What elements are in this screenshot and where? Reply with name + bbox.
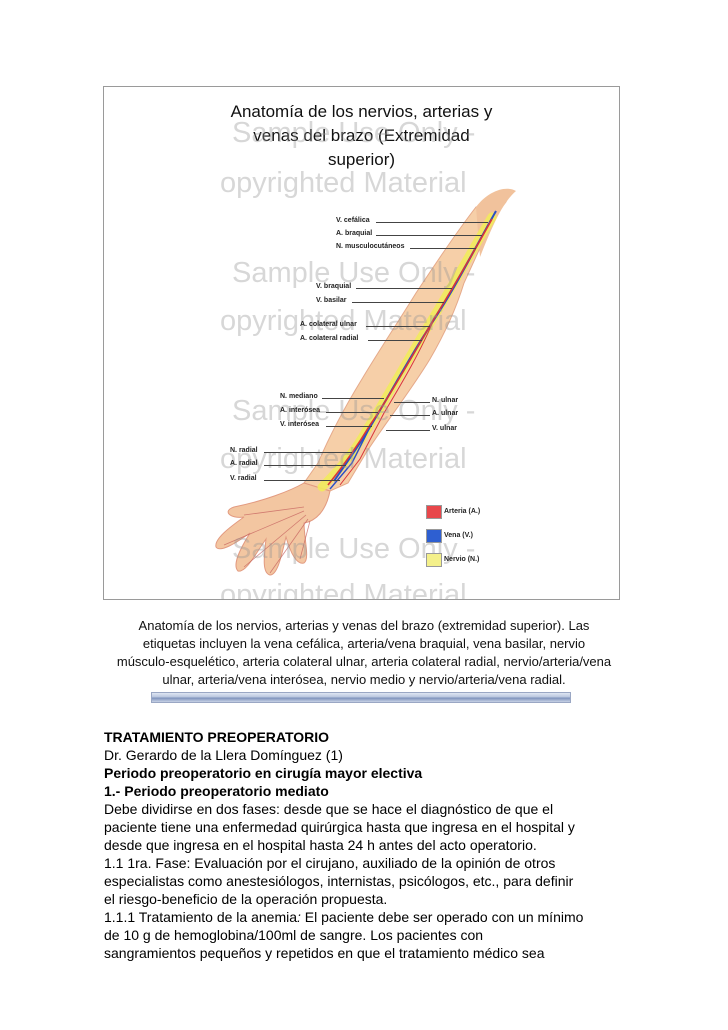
paragraph-line: desde que ingresa en el hospital hasta 2… — [104, 837, 537, 853]
leader-line — [394, 402, 430, 403]
author-line: Dr. Gerardo de la Llera Domínguez (1) — [104, 747, 343, 763]
label-a-colateral-ulnar: A. colateral ulnar — [300, 321, 357, 328]
label-n-mediano: N. mediano — [280, 393, 318, 400]
paragraph-line: paciente tiene una enfermedad quirúrgica… — [104, 819, 575, 835]
leader-line — [264, 452, 352, 453]
anemia-text: El paciente debe ser operado con un míni… — [300, 909, 584, 925]
section-heading: TRATAMIENTO PREOPERATORIO — [104, 729, 330, 745]
label-v-cefalica: V. cefálica — [336, 217, 370, 224]
leader-line — [376, 222, 488, 223]
label-v-ulnar: V. ulnar — [432, 425, 458, 432]
paragraph-line: sangramientos pequeños y repetidos en qu… — [104, 945, 545, 961]
label-a-ulnar: A. ulnar — [432, 410, 459, 417]
legend-label-nerve: Nervio (N.) — [444, 556, 480, 563]
anemia-colon: : — [297, 909, 301, 925]
figure-caption: Anatomía de los nervios, arterias y vena… — [100, 617, 628, 689]
label-a-radial: A. radial — [230, 460, 258, 467]
figure-title-line: Anatomía de los nervios, arterias y — [230, 102, 493, 121]
hand-skin — [215, 482, 331, 576]
arm-illustration — [215, 188, 516, 576]
legend-label-artery: Arteria (A.) — [444, 508, 481, 515]
document-body: TRATAMIENTO PREOPERATORIO Dr. Gerardo de… — [104, 728, 624, 962]
paragraph-line: 1.1 1ra. Fase: Evaluación por el cirujan… — [104, 855, 556, 871]
leader-line — [356, 288, 452, 289]
leader-line — [352, 302, 444, 303]
label-a-interosea: A. interósea — [280, 407, 321, 414]
label-v-interosea: V. interósea — [280, 421, 320, 428]
leader-line — [366, 326, 430, 327]
anatomy-figure: Anatomía de los nervios, arterias y vena… — [103, 86, 620, 600]
legend-swatch-artery — [426, 505, 442, 519]
caption-line: Anatomía de los nervios, arterias y vena… — [138, 618, 590, 633]
leader-line — [326, 426, 372, 427]
label-v-braquial: V. braquial — [316, 283, 352, 290]
label-v-radial: V. radial — [230, 475, 257, 482]
leader-line — [376, 235, 482, 236]
caption-line: ulnar, arteria/vena interósea, nervio me… — [162, 672, 566, 687]
label-n-radial: N. radial — [230, 447, 258, 454]
label-v-basilar: V. basilar — [316, 297, 347, 304]
artery-path-radial — [339, 318, 435, 486]
paragraph-line: especialistas como anestesiólogos, inter… — [104, 873, 574, 889]
artery-path-main — [327, 218, 493, 486]
label-n-ulnar: N. ulnar — [432, 397, 459, 404]
leader-line — [368, 340, 422, 341]
figure-title-line: superior) — [327, 150, 396, 169]
leader-line — [410, 248, 476, 249]
paragraph-line: de 10 g de hemoglobina/100ml de sangre. … — [104, 927, 484, 943]
subheading: Periodo preoperatorio en cirugía mayor e… — [104, 765, 423, 781]
leader-line — [390, 415, 430, 416]
label-a-colateral-radial: A. colateral radial — [300, 335, 359, 342]
leader-line — [386, 430, 430, 431]
legend-swatch-nerve — [426, 553, 442, 567]
shoulder-skin — [476, 188, 516, 257]
paragraph-line: el riesgo-beneficio de la operación prop… — [104, 891, 388, 907]
leader-line — [264, 465, 346, 466]
anemia-heading: 1.1.1 Tratamiento de la anemia — [104, 909, 298, 925]
section-title: 1.- Periodo preoperatorio mediato — [104, 783, 329, 799]
legend-swatch-vein — [426, 529, 442, 543]
hand-vessels — [223, 506, 311, 574]
paragraph-line: 1.1.1 Tratamiento de la anemia: El pacie… — [104, 908, 624, 926]
label-a-braquial: A. braquial — [336, 230, 373, 237]
caption-line: músculo-esquelético, arteria colateral u… — [116, 654, 612, 669]
leader-line — [322, 398, 384, 399]
label-n-musculocutaneos: N. musculocutáneos — [336, 243, 405, 250]
figure-title-line: venas del brazo (Extremidad — [253, 126, 470, 145]
legend-label-vein: Vena (V.) — [444, 532, 473, 539]
horizontal-divider — [151, 692, 571, 703]
leader-line — [264, 480, 340, 481]
figure-title: Anatomía de los nervios, arterias y vena… — [104, 100, 619, 172]
caption-line: etiquetas incluyen la vena cefálica, art… — [142, 636, 586, 651]
paragraph-line: Debe dividirse en dos fases: desde que s… — [104, 801, 554, 817]
leader-line — [326, 412, 378, 413]
